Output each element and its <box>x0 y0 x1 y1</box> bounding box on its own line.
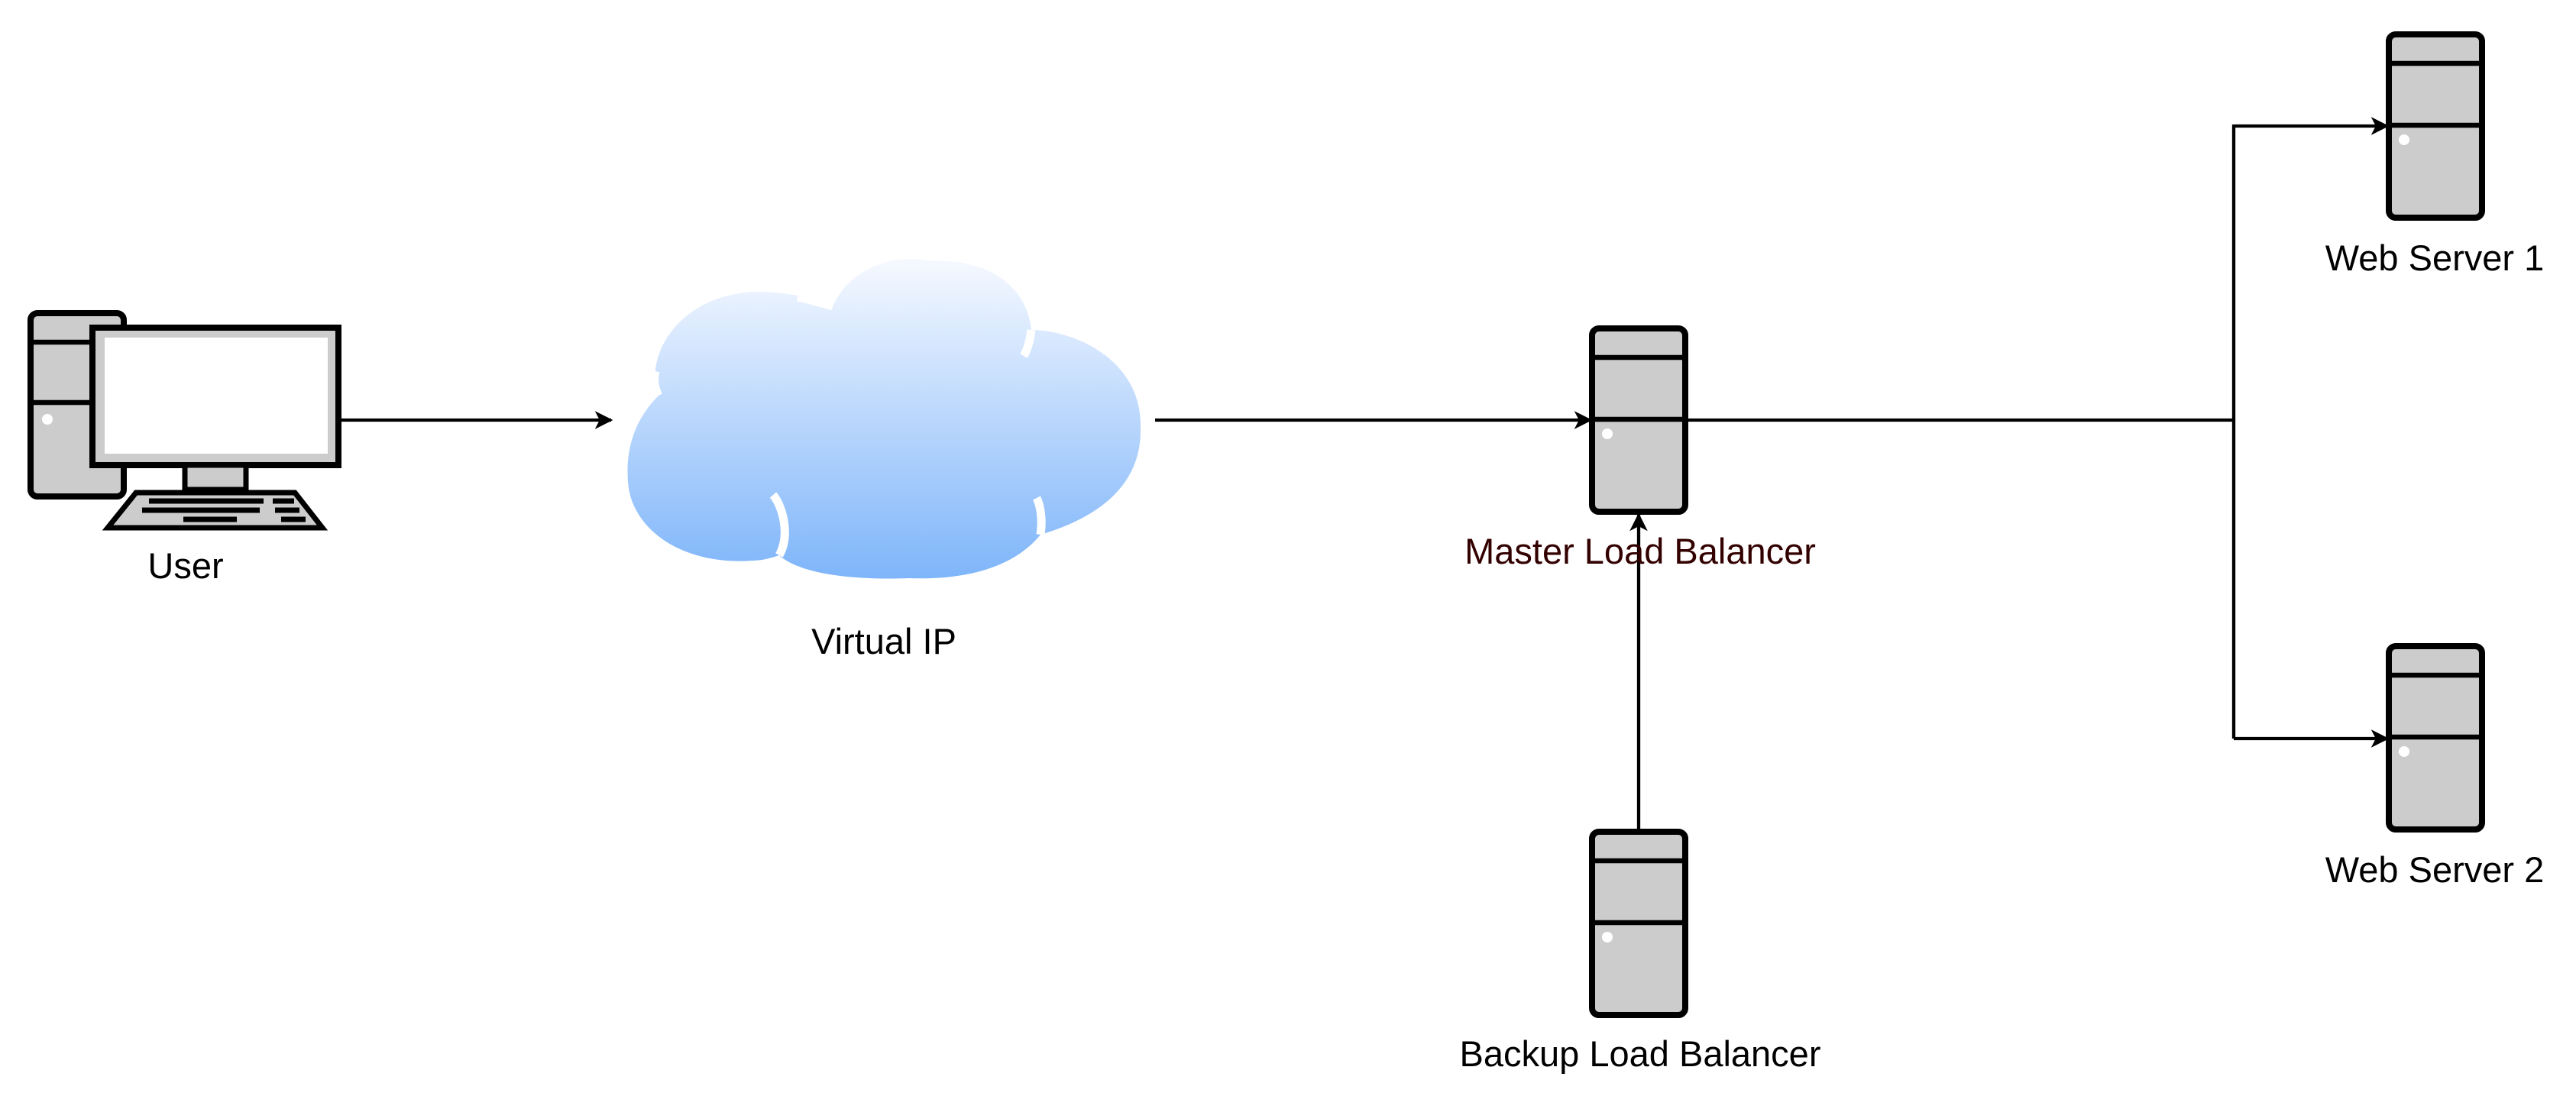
server-tower-icon <box>2389 34 2482 218</box>
web-server-1-label: Web Server 1 <box>2325 238 2544 278</box>
server-tower-icon <box>1592 832 1685 1015</box>
backup-load-balancer-label: Backup Load Balancer <box>1460 1033 1821 1074</box>
connectors <box>341 117 2390 829</box>
user-node[interactable]: User <box>28 310 341 586</box>
cloud-seams <box>650 293 1046 558</box>
web-server-2-node[interactable]: Web Server 2 <box>2325 646 2544 890</box>
server-tower-icon <box>1592 328 1685 512</box>
desktop-computer-icon <box>28 310 341 531</box>
backup-load-balancer-node[interactable]: Backup Load Balancer <box>1460 832 1821 1074</box>
master-load-balancer-node[interactable]: Master Load Balancer <box>1464 328 1816 571</box>
web-server-2-label: Web Server 2 <box>2325 849 2544 890</box>
cloud-icon <box>627 258 1141 579</box>
server-tower-icon <box>2389 646 2482 829</box>
user-label: User <box>147 545 223 586</box>
virtual-ip-label: Virtual IP <box>811 621 956 661</box>
master-load-balancer-label: Master Load Balancer <box>1464 531 1816 571</box>
virtual-ip-node[interactable]: Virtual IP <box>627 258 1141 661</box>
web-server-1-node[interactable]: Web Server 1 <box>2325 34 2544 278</box>
